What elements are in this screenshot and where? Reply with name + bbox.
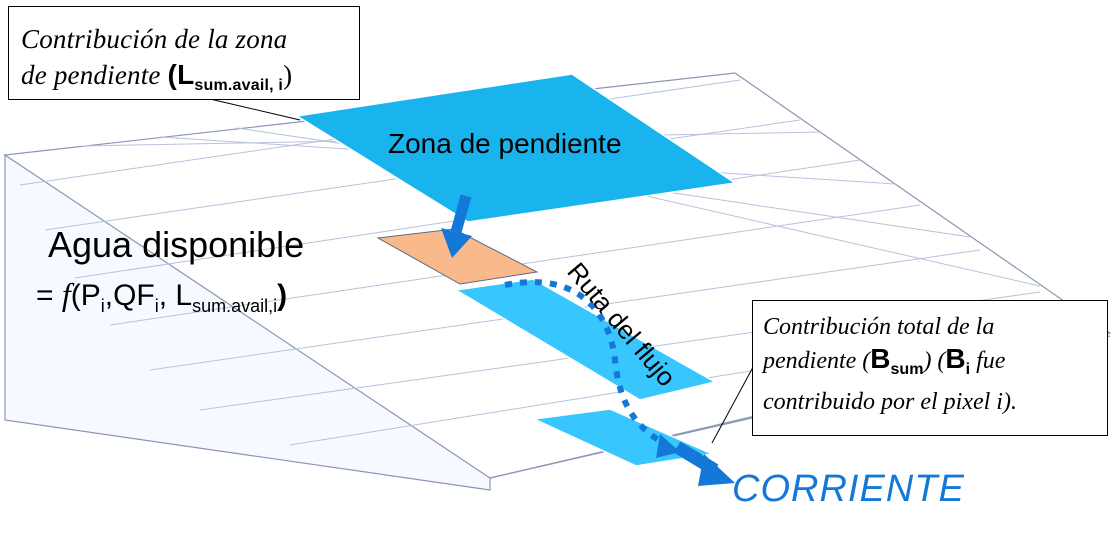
zone-to-pixel-arrow [441, 194, 472, 258]
slope-zone-contribution-box: Contribución de la zona de pendiente (Ls… [8, 6, 360, 100]
right-box-Bi-symbol: B [945, 343, 966, 374]
total-slope-contribution-box: Contribución total de la pendiente (Bsum… [752, 300, 1108, 436]
available-water-title: Agua disponible [48, 224, 305, 265]
right-box-B-symbol: B [870, 343, 891, 374]
stream-arrow [673, 441, 735, 486]
top-box-line1: Contribución de la zona [21, 24, 288, 54]
right-box-line3: contribuido por el pixel i). [763, 389, 1017, 415]
right-box-line2: pendiente (Bsum) (Bi fue [763, 343, 1006, 378]
stream-label: CORRIENTE [732, 468, 965, 510]
top-box-L-subscript: sum.avail, i [194, 77, 284, 94]
top-box-paren-close: ) [283, 60, 293, 90]
slope-zone-area [294, 73, 738, 223]
slope-zone-label: Zona de pendiente [388, 128, 622, 159]
flow-route-dotted [504, 279, 670, 449]
top-box-line2: de pendiente (Lsum.avail, i) [21, 59, 293, 94]
available-water-formula: = f(Pi,QFi, Lsum.avail,i) [36, 276, 288, 316]
pixel-i-cell [376, 228, 539, 285]
top-box-paren-open: ( [167, 59, 178, 90]
top-box-L-symbol: L [177, 59, 195, 90]
right-box-line1: Contribución total de la [763, 314, 995, 340]
top-box-leader [209, 98, 301, 121]
